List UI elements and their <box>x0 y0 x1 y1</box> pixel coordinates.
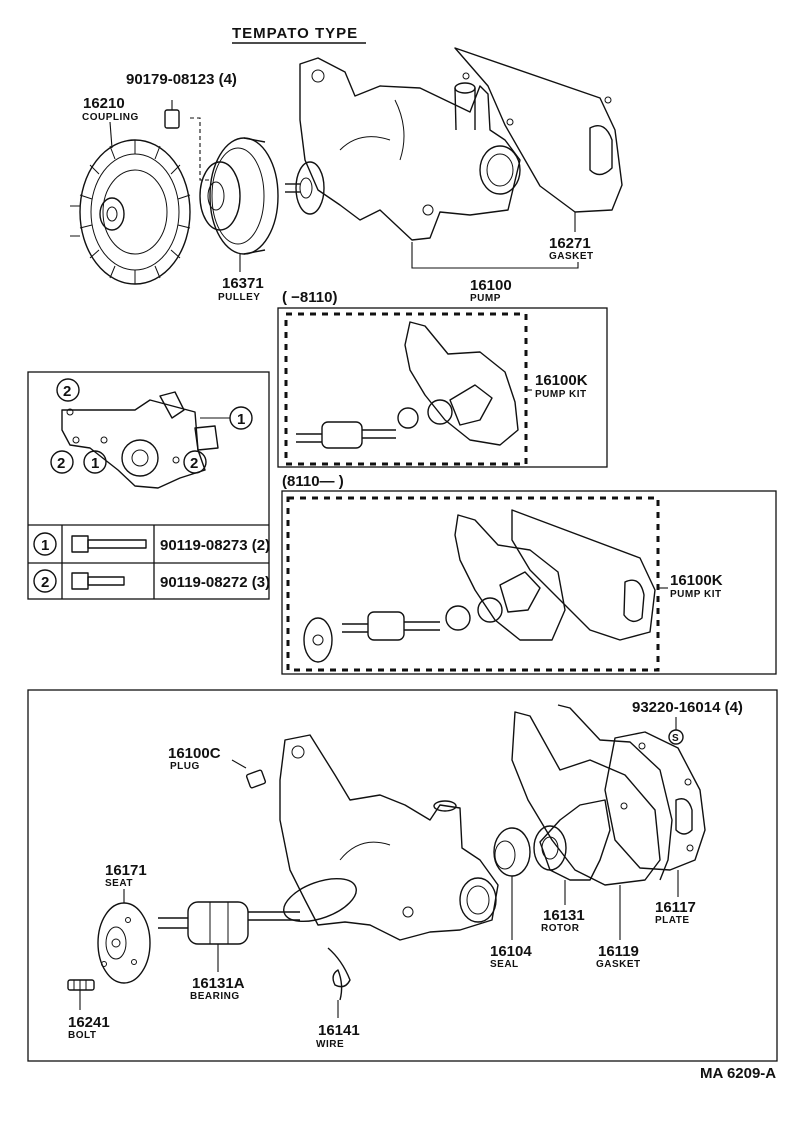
top-gasket-drawing <box>454 47 623 213</box>
svg-text:1: 1 <box>91 455 99 472</box>
svg-text:16100C: 16100C <box>168 745 221 762</box>
svg-text:(8110— ): (8110— ) <box>282 473 344 490</box>
svg-text:16141: 16141 <box>318 1022 360 1039</box>
svg-text:16100K: 16100K <box>670 572 723 589</box>
bolt-row-1: 1 90119-08273 (2) <box>33 532 270 556</box>
bearing-drawing <box>158 901 300 945</box>
pump-hub-drawing <box>285 161 325 215</box>
svg-text:16241: 16241 <box>68 1014 110 1031</box>
svg-text:PLATE: PLATE <box>655 915 690 926</box>
svg-text:16117: 16117 <box>655 899 696 916</box>
svg-text:GASKET: GASKET <box>596 959 641 970</box>
svg-text:90119-08273 (2): 90119-08273 (2) <box>160 537 270 554</box>
svg-text:90179-08123 (4): 90179-08123 (4) <box>126 71 237 88</box>
pulley-drawing <box>199 137 279 255</box>
exploded-housing-drawing <box>279 734 499 941</box>
bolt-label: 16241 BOLT <box>68 990 110 1041</box>
callout-2-c: 2 <box>183 450 207 474</box>
svg-text:2: 2 <box>57 455 65 472</box>
bolt-row-2: 2 90119-08272 (3) <box>33 569 270 593</box>
exploded-gasket-drawing <box>511 704 673 886</box>
svg-text:16100: 16100 <box>470 277 512 294</box>
svg-text:PLUG: PLUG <box>170 761 200 772</box>
pulley-label: 16371 PULLEY <box>218 254 264 303</box>
svg-text:PUMP: PUMP <box>470 293 501 304</box>
svg-text:1: 1 <box>237 411 245 428</box>
svg-text:TEMPATO TYPE: TEMPATO TYPE <box>232 25 358 42</box>
exploded-gasket-label: 16119 GASKET <box>596 885 641 970</box>
pump-body-drawing <box>299 57 521 241</box>
kit-early-box: ( −8110) 16100K PUMP KIT <box>277 289 608 468</box>
seal-drawing <box>493 827 531 877</box>
coupling-nut-label: 90179-08123 (4) <box>126 71 237 88</box>
svg-text:SEAT: SEAT <box>105 878 133 889</box>
coupling-nut-drawing <box>164 100 210 181</box>
svg-text:PUMP KIT: PUMP KIT <box>535 389 587 400</box>
coupling-label: 16210 COUPLING <box>82 95 139 149</box>
svg-text:16119: 16119 <box>598 943 639 960</box>
bolt-drawing <box>67 979 95 991</box>
svg-text:16210: 16210 <box>83 95 125 112</box>
rotor-label: 16131 ROTOR <box>541 880 585 934</box>
kit-early-drawing <box>296 321 519 449</box>
plate-label: 16117 PLATE <box>655 870 696 926</box>
callout-2-b: 2 <box>50 450 74 474</box>
svg-text:ROTOR: ROTOR <box>541 923 580 934</box>
svg-text:16131A: 16131A <box>192 975 245 992</box>
drawing-code: MA 6209-A <box>700 1065 776 1082</box>
wire-drawing <box>327 947 351 1001</box>
svg-text:16131: 16131 <box>543 907 585 924</box>
svg-text:2: 2 <box>41 574 49 591</box>
svg-text:16100K: 16100K <box>535 372 588 389</box>
seal-label: 16104 SEAL <box>490 876 532 970</box>
bolt-table-box: 2 1 2 1 2 1 90119-08273 (2) 2 <box>27 371 270 600</box>
svg-text:GASKET: GASKET <box>549 251 594 262</box>
svg-text:2: 2 <box>190 455 198 472</box>
seat-label: 16171 SEAT <box>105 862 147 903</box>
svg-text:( −8110): ( −8110) <box>282 289 337 306</box>
svg-text:BOLT: BOLT <box>68 1030 96 1041</box>
callout-1-b: 1 <box>83 450 107 474</box>
plate-drawing <box>604 731 706 871</box>
washer-label: 93220-16014 (4) S <box>632 699 743 745</box>
callout-1-a: 1 <box>200 406 253 430</box>
rotor-drawing <box>533 799 611 881</box>
kit-late-drawing <box>303 509 656 663</box>
coupling-drawing <box>70 139 191 285</box>
svg-text:93220-16014 (4): 93220-16014 (4) <box>632 699 743 716</box>
svg-text:1: 1 <box>41 537 49 554</box>
svg-text:16271: 16271 <box>549 235 591 252</box>
svg-text:S: S <box>672 733 679 744</box>
svg-text:WIRE: WIRE <box>316 1039 344 1050</box>
svg-text:COUPLING: COUPLING <box>82 112 139 123</box>
pump-label: 16100 PUMP <box>411 242 579 304</box>
svg-text:90119-08272 (3): 90119-08272 (3) <box>160 574 270 591</box>
top-gasket-label: 16271 GASKET <box>549 212 594 262</box>
diagram-title: TEMPATO TYPE <box>232 25 366 44</box>
svg-text:PULLEY: PULLEY <box>218 292 260 303</box>
exploded-view-box: 93220-16014 (4) S 16100C PLUG 16171 SEAT… <box>27 689 778 1062</box>
kit-late-box: (8110— ) 16100K PUMP KIT <box>281 473 777 675</box>
seat-drawing <box>97 902 151 984</box>
svg-text:SEAL: SEAL <box>490 959 519 970</box>
svg-text:2: 2 <box>63 383 71 400</box>
callout-2-a: 2 <box>56 378 80 402</box>
plug-drawing <box>245 769 267 789</box>
plug-label: 16100C PLUG <box>168 745 247 772</box>
svg-text:16371: 16371 <box>222 275 264 292</box>
svg-text:BEARING: BEARING <box>190 991 240 1002</box>
bolt-location-drawing <box>61 391 219 489</box>
bearing-label: 16131A BEARING <box>190 944 245 1002</box>
svg-text:16171: 16171 <box>105 862 147 879</box>
wire-label: 16141 WIRE <box>316 1000 360 1050</box>
svg-text:PUMP KIT: PUMP KIT <box>670 589 722 600</box>
svg-text:16104: 16104 <box>490 943 532 960</box>
